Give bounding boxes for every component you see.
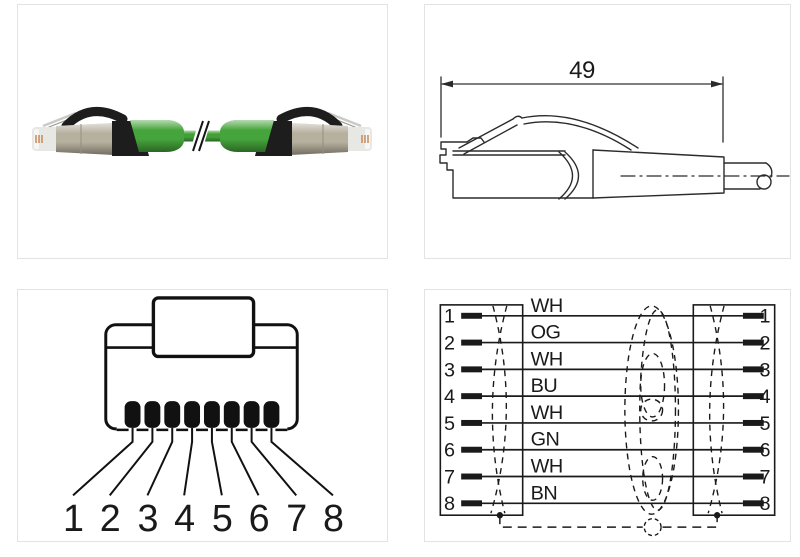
dimension-lines [440, 76, 724, 143]
latch-wire [42, 111, 77, 128]
rj45-front-view: 1 2 3 4 5 6 7 8 [63, 296, 344, 539]
rj45-connector-left-photo [32, 106, 184, 156]
pin-number: 2 [759, 333, 770, 355]
pin-number: 2 [100, 497, 120, 539]
dimension-drawing-panel: 49 [424, 4, 791, 259]
cable-break-icon [189, 117, 212, 155]
wiring-diagram-panel: 1 2 3 4 5 6 7 8 1 2 3 4 5 6 7 8 [424, 289, 791, 542]
pin-number: 3 [759, 359, 770, 381]
wire-label: WH [531, 402, 563, 424]
cable-photo-panel [17, 4, 388, 259]
pin-number: 1 [63, 497, 83, 539]
pin-number: 7 [759, 466, 770, 488]
connector-side-profile [439, 115, 773, 200]
wire-label: OG [531, 322, 561, 344]
wire-label: GN [531, 429, 560, 451]
cable-stub [723, 162, 767, 190]
left-connector-block [439, 304, 524, 516]
right-connector-block [692, 304, 776, 516]
pinout-panel: 1 2 3 4 5 6 7 8 [17, 289, 388, 542]
shield-drain [496, 512, 721, 537]
pin-number: 6 [249, 497, 269, 539]
pin-number: 3 [137, 497, 157, 539]
pin-number: 8 [759, 493, 770, 515]
shield-symbol [643, 517, 662, 537]
bottom-edge-mask [116, 423, 288, 433]
pin-number: 8 [323, 497, 343, 539]
wire-label: BN [531, 482, 558, 504]
wire-label: WH [531, 456, 563, 478]
wires [482, 314, 743, 505]
right-pin-numbers: 1 2 3 4 5 6 7 8 [759, 306, 770, 516]
left-pin-numbers: 1 2 3 4 5 6 7 8 [444, 306, 455, 516]
wiring-diagram: 1 2 3 4 5 6 7 8 1 2 3 4 5 6 7 8 [439, 295, 776, 537]
rj45-connector-right-photo [220, 111, 372, 156]
connector-side-drawing: 49 [439, 57, 790, 200]
pin-number: 4 [444, 386, 455, 408]
pin-number: 8 [444, 493, 455, 515]
cable-photo [32, 5, 387, 258]
wire-label: WH [531, 295, 563, 317]
pin-number: 4 [759, 386, 770, 408]
wire-label: BU [531, 375, 558, 397]
pin-number: 4 [174, 497, 194, 539]
pin-number: 5 [759, 413, 770, 435]
wire-color-labels: WH OG WH BU WH GN WH BN [531, 295, 564, 505]
pin-number: 5 [212, 497, 232, 539]
wire-label: WH [531, 348, 563, 370]
pin-leader-lines [72, 427, 334, 497]
pin-contacts [124, 401, 280, 428]
pin-number: 6 [759, 440, 770, 462]
pin-numbers: 1 2 3 4 5 6 7 8 [63, 497, 344, 539]
pin-number: 7 [286, 497, 306, 539]
metal-shell-shade [56, 123, 114, 155]
pin-number: 3 [444, 359, 455, 381]
green-boot-shade [130, 120, 184, 152]
plug-contacts [35, 135, 43, 143]
pin-contact-marks [461, 312, 764, 507]
latch-boot [61, 106, 128, 131]
pin-number: 1 [759, 306, 770, 328]
pin-number: 6 [444, 440, 455, 462]
pin-number: 2 [444, 333, 455, 355]
dimension-label: 49 [569, 57, 595, 84]
pin-number: 7 [444, 466, 455, 488]
pin-number: 1 [444, 306, 455, 328]
pin-number: 5 [444, 413, 455, 435]
twist-shield-marks [490, 305, 725, 515]
latch-tab-outline [151, 296, 256, 359]
